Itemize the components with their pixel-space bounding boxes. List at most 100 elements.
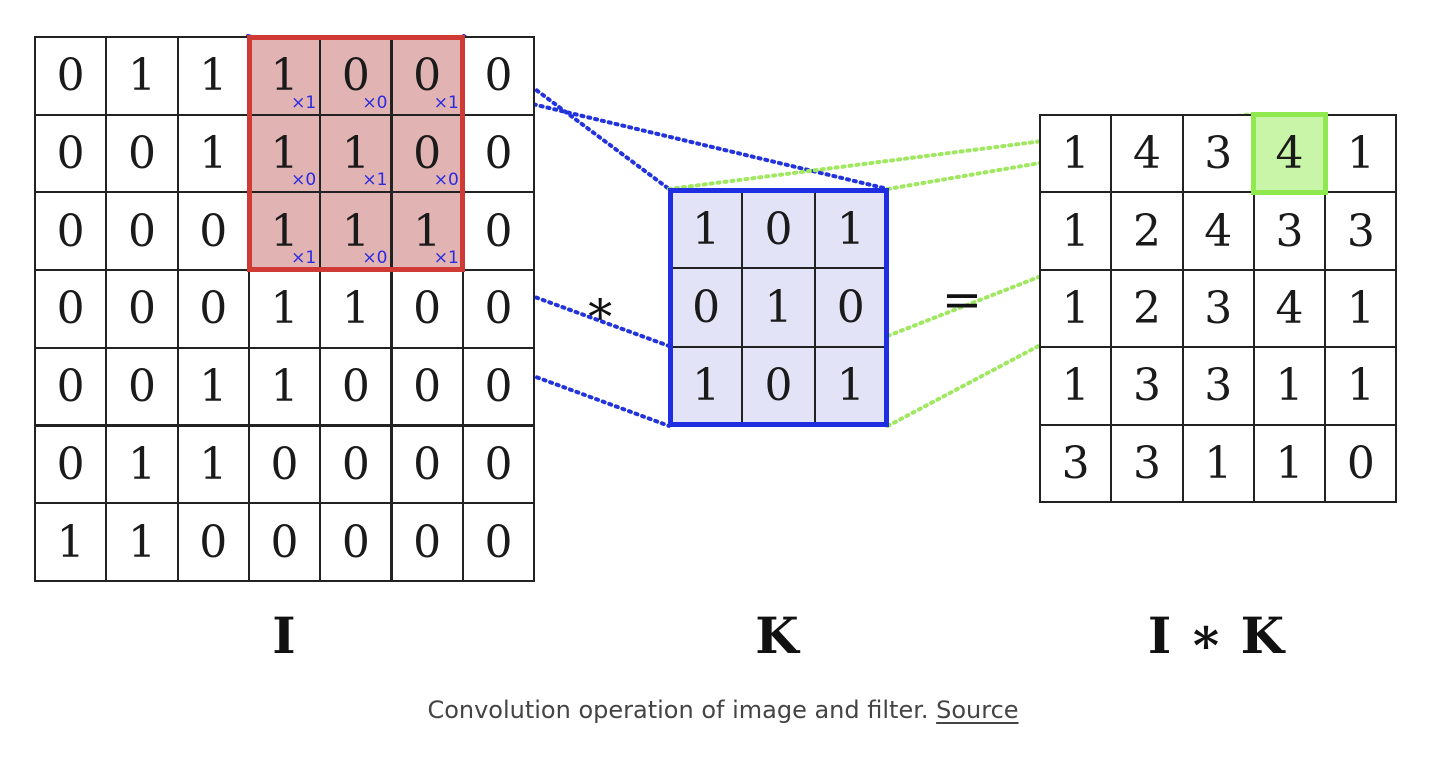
input-cell: 0 [319,502,393,582]
output-cell: 3 [1110,346,1184,426]
input-label: I [272,606,296,665]
input-cell: 0 [461,502,536,582]
input-cell: 1×1 [247,191,322,272]
equals-operator: = [941,272,983,328]
output-cell: 0 [1324,423,1398,503]
output-cell: 1 [1324,346,1398,426]
input-cell: 0 [247,424,322,505]
output-cell: 1 [1252,346,1327,426]
output-label: I ∗ K [1147,606,1285,665]
output-cell: 1 [1039,191,1113,271]
input-cell: 0×0 [390,113,464,194]
input-cell: 1 [176,113,250,194]
kernel-label: K [755,606,799,665]
input-cell: 1 [247,269,322,349]
output-cell: 2 [1110,268,1184,349]
input-cell: 0 [461,191,536,272]
output-cell: 1 [1039,114,1113,194]
input-cell: 0 [176,191,250,272]
input-cell: 0×1 [390,36,464,116]
input-cell: 1 [247,346,322,427]
input-cell: 0 [390,269,464,349]
output-cell: 1 [1252,423,1327,503]
kernel-cell: 0 [741,345,816,426]
kernel-cell: 1 [669,189,744,270]
multiplier-label: ×0 [362,248,388,269]
output-cell: 3 [1181,346,1255,426]
input-cell: 0 [461,36,536,116]
input-cell: 0×0 [319,36,393,116]
input-cell: 1×0 [319,191,393,272]
input-cell: 1×1 [319,113,393,194]
output-cell: 1 [1324,114,1398,194]
output-cell: 4 [1252,268,1327,349]
input-cell: 1×1 [247,36,322,116]
input-cell: 0 [105,191,179,272]
caption-text: Convolution operation of image and filte… [427,696,937,724]
output-cell: 3 [1252,191,1327,271]
kernel-cell: 0 [741,189,816,270]
input-cell: 1 [176,424,250,505]
input-cell: 1 [105,502,179,582]
multiplier-label: ×1 [433,92,459,113]
output-cell: 3 [1181,114,1255,194]
output-cell: 1 [1324,268,1398,349]
output-cell: 1 [1039,268,1113,349]
kernel-cell: 1 [669,345,744,426]
output-cell: 1 [1039,346,1113,426]
input-cell: 1 [176,36,250,116]
input-cell: 0 [319,424,393,505]
output-cell: 3 [1110,423,1184,503]
output-cell: 4 [1181,191,1255,271]
convolve-operator: ∗ [583,280,617,336]
input-cell: 0 [390,424,464,505]
input-cell: 0 [105,269,179,349]
output-cell: 3 [1181,268,1255,349]
input-cell: 0 [105,113,179,194]
output-cell: 2 [1110,191,1184,271]
input-cell: 0 [461,424,536,505]
figure-caption: Convolution operation of image and filte… [0,696,1446,724]
output-cell: 4 [1252,114,1327,194]
input-cell: 0 [461,269,536,349]
kernel-cell: 1 [741,267,816,348]
input-cell: 1 [105,36,179,116]
output-cell: 1 [1181,423,1255,503]
multiplier-label: ×0 [291,170,317,191]
multiplier-label: ×1 [433,248,459,269]
input-cell: 1×0 [247,113,322,194]
kernel-cell: 1 [813,189,888,270]
input-cell: 0 [461,113,536,194]
input-cell: 0 [105,346,179,427]
input-cell: 0 [319,346,393,427]
input-cell: 1 [105,424,179,505]
input-cell: 1 [176,346,250,427]
multiplier-label: ×0 [362,92,388,113]
input-cell: 0 [34,113,108,194]
multiplier-label: ×1 [362,170,388,191]
input-cell: 0 [176,269,250,349]
input-cell: 0 [34,269,108,349]
source-link[interactable]: Source [936,696,1019,724]
input-cell: 0 [461,346,536,427]
input-cell: 0 [34,191,108,272]
input-cell: 0 [390,502,464,582]
multiplier-label: ×1 [291,92,317,113]
kernel-cell: 0 [813,267,888,348]
input-cell: 0 [34,424,108,505]
input-cell: 0 [34,346,108,427]
input-cell: 1 [34,502,108,582]
input-cell: 0 [34,36,108,116]
multiplier-label: ×0 [433,170,459,191]
input-cell: 0 [176,502,250,582]
kernel-cell: 1 [813,345,888,426]
kernel-cell: 0 [669,267,744,348]
input-cell: 0 [390,346,464,427]
input-cell: 1×1 [390,191,464,272]
output-cell: 4 [1110,114,1184,194]
input-cell: 1 [319,269,393,349]
input-cell: 0 [247,502,322,582]
output-cell: 3 [1324,191,1398,271]
output-cell: 3 [1039,423,1113,503]
